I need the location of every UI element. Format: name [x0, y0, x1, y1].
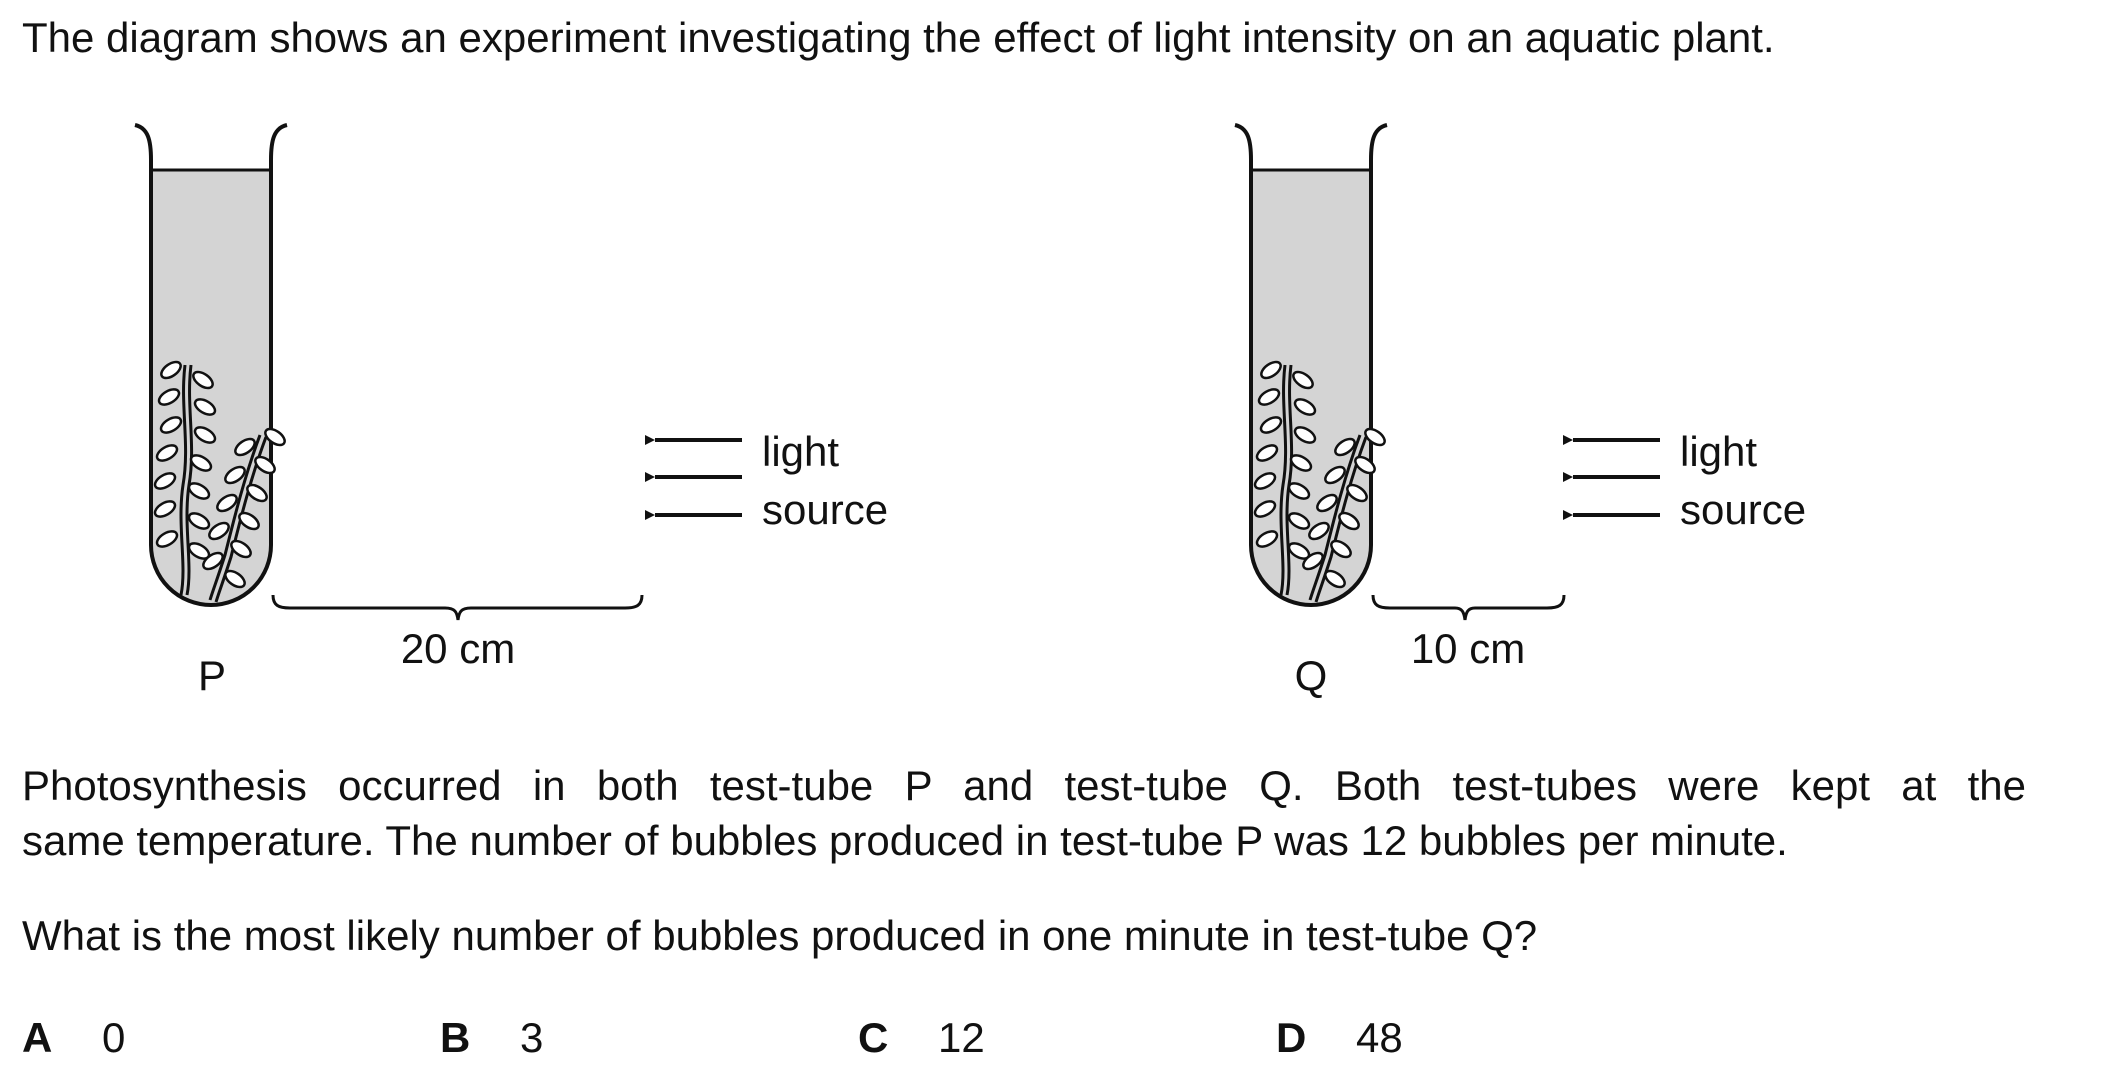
light-arrows-p	[645, 435, 742, 520]
light-source-label-q-line1: light	[1680, 428, 1757, 475]
intro-text: The diagram shows an experiment investig…	[22, 14, 1775, 61]
light-source-label-p-line1: light	[762, 428, 839, 475]
light-source-label-q-line2: source	[1680, 486, 1806, 533]
option-letter: B	[440, 1014, 471, 1061]
option-letter: C	[858, 1014, 889, 1061]
question-text: What is the most likely number of bubble…	[22, 912, 1538, 959]
test-tube-q	[1234, 123, 1389, 607]
option-value: 3	[520, 1014, 544, 1061]
light-source-label-p-line2: source	[762, 486, 888, 533]
option-value: 0	[102, 1014, 126, 1061]
test-tube-p	[134, 123, 289, 607]
experiment-diagram: 20 cm P light source 10 cm Q light sourc…	[134, 123, 1806, 699]
paragraph-line-1: Photosynthesis occurred in both test-tub…	[22, 762, 2026, 809]
option-d[interactable]: D 48	[1276, 1014, 1403, 1062]
distance-label-q: 10 cm	[1411, 625, 1525, 672]
context-paragraph: Photosynthesis occurred in both test-tub…	[22, 758, 2026, 868]
tube-label-p: P	[198, 652, 226, 699]
paragraph-line-2: same temperature. The number of bubbles …	[22, 817, 1788, 864]
tube-label-q: Q	[1295, 652, 1328, 699]
distance-bracket-p	[271, 594, 644, 621]
distance-label-p: 20 cm	[401, 625, 515, 672]
option-letter: A	[22, 1014, 53, 1061]
distance-bracket-q	[1371, 594, 1566, 621]
option-value: 48	[1356, 1014, 1403, 1061]
option-value: 12	[938, 1014, 985, 1061]
option-letter: D	[1276, 1014, 1307, 1061]
light-arrows-q	[1563, 435, 1660, 520]
option-c[interactable]: C 12	[858, 1014, 985, 1062]
